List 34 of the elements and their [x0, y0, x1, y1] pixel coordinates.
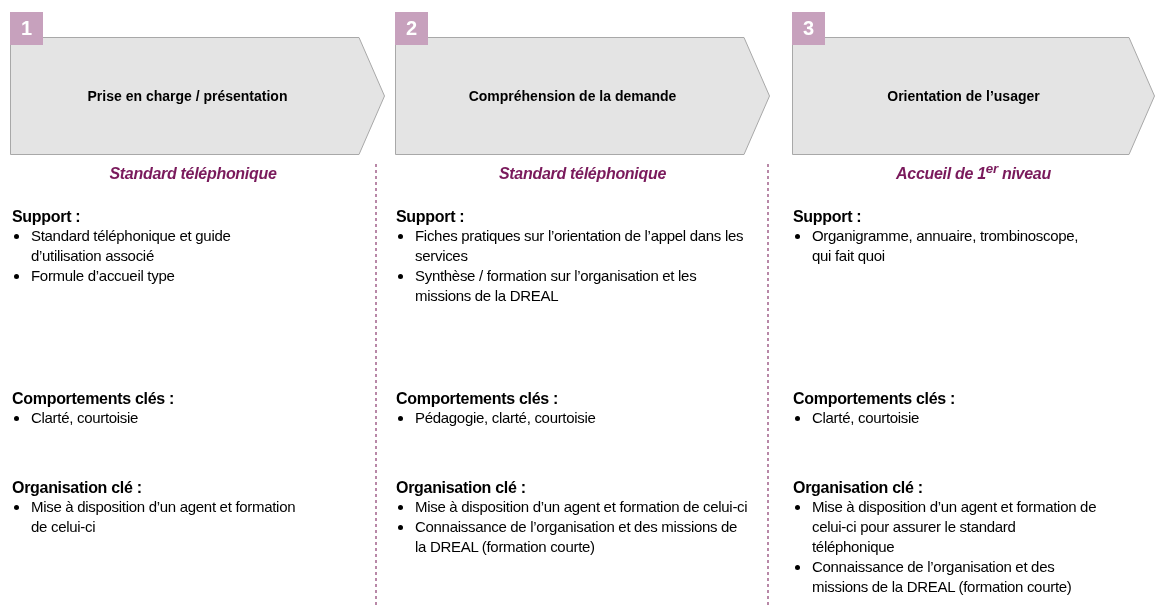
bullet-text: Mise à disposition d’un agent et formation de celui-ci pour assurer le standard téléphonique: [812, 498, 1097, 555]
chevron-step: [792, 37, 1155, 155]
bullet-text: Organigramme, annuaire, trombinoscope, qui fait quoi: [812, 227, 1079, 264]
bullet-text: Connaissance de l’organisation et des missions de la DREAL (formation courte): [812, 558, 1072, 595]
step-number: 3: [792, 12, 825, 45]
bullet-text: Formule d’accueil type: [31, 267, 175, 284]
section-heading: Organisation clé :: [396, 478, 527, 498]
section-heading: Organisation clé :: [793, 478, 924, 498]
bullet-text: Fiches pratiques sur l’orientation de l’appel dans les services: [415, 227, 744, 264]
step-title: Compréhension de la demande: [468, 88, 678, 104]
step-title: Orientation de l’usager: [887, 88, 1041, 104]
bullet-text: Mise à disposition d’un agent et formation de celui-ci: [31, 498, 296, 535]
step-title: Prise en charge / présentation: [87, 88, 289, 104]
bullet-text: Connaissance de l’organisation et des missions de la DREAL (formation courte): [415, 518, 738, 555]
step-number: 1: [10, 12, 43, 45]
role-subtitle: Standard téléphonique: [497, 164, 667, 184]
step-number: 2: [395, 12, 428, 45]
bullet-text: Clarté, courtoisie: [812, 409, 920, 426]
bullet-text: Clarté, courtoisie: [31, 409, 139, 426]
section-heading: Support :: [12, 207, 82, 227]
section-heading: Comportements clés :: [396, 389, 560, 409]
section-heading: Comportements clés :: [793, 389, 957, 409]
bullet-text: Pédagogie, clarté, courtoisie: [415, 409, 596, 426]
bullet-text: Mise à disposition d’un agent et formation de celui-ci: [415, 498, 748, 515]
role-subtitle: Standard téléphonique: [108, 164, 278, 184]
section-heading: Support :: [396, 207, 466, 227]
section-heading: Organisation clé :: [12, 478, 143, 498]
chevron-step: [395, 37, 770, 155]
bullet-text: Standard téléphonique et guide d’utilisation associé: [31, 227, 231, 264]
section-heading: Comportements clés :: [12, 389, 176, 409]
section-heading: Support :: [793, 207, 863, 227]
bullet-text: Synthèse / formation sur l’organisation et les missions de la DREAL: [415, 267, 697, 304]
role-subtitle: Accueil de 1$^{er}$ niveau: [895, 164, 1052, 184]
chevron-step: [10, 37, 385, 155]
